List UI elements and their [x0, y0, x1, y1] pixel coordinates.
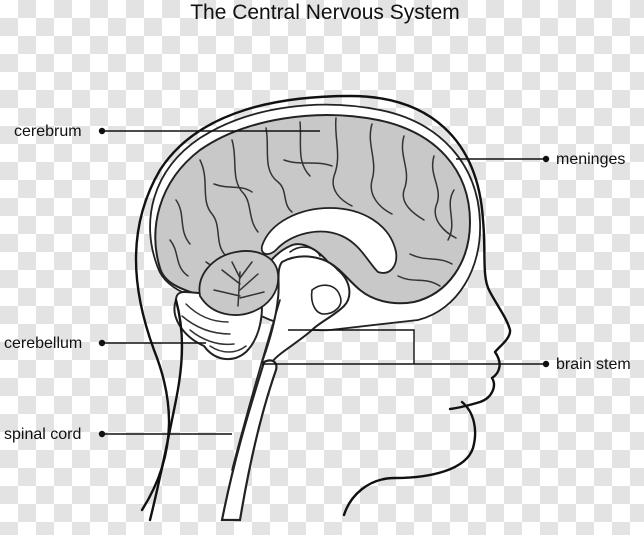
spinal-cord — [220, 359, 278, 522]
cerebrum-dot — [98, 127, 106, 135]
label-cerebrum: cerebrum — [14, 123, 82, 140]
diagram-title: The Central Nervous System — [190, 1, 460, 24]
spinal-cord-dot — [98, 430, 106, 438]
brain-stem-dot — [542, 360, 550, 368]
label-spinal-cord: spinal cord — [4, 426, 81, 443]
chin-line — [342, 400, 477, 517]
meninges-dot — [542, 155, 550, 163]
cerebellum-dot — [98, 339, 106, 347]
corpus-callosum — [260, 207, 398, 274]
label-cerebellum: cerebellum — [4, 335, 82, 352]
head-outline — [134, 94, 512, 512]
pons — [310, 284, 342, 315]
leaders — [98, 127, 550, 438]
arbor-vitae-branches — [213, 261, 265, 307]
label-brain-stem: brain stem — [556, 356, 631, 373]
neck-back — [148, 298, 184, 522]
label-meninges: meninges — [556, 151, 625, 168]
midbrain-detail — [289, 246, 321, 257]
spinal-column-line — [231, 299, 281, 471]
